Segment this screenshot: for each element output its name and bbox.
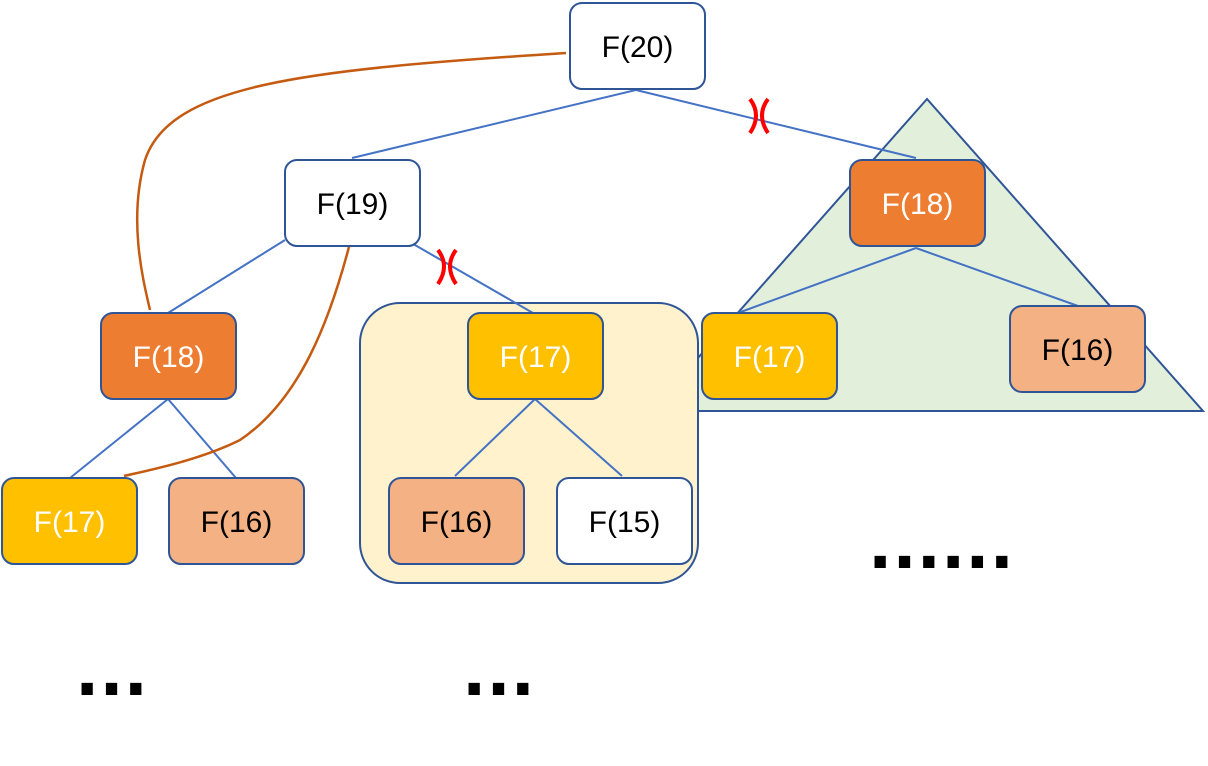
- node-label: F(20): [602, 31, 674, 64]
- cut-mark-icon: [748, 97, 770, 135]
- node-label: F(17): [734, 341, 806, 374]
- node-box: [284, 159, 421, 247]
- node-f17-mid: F(17): [467, 312, 604, 400]
- tree-nodes: F(20) F(19) F(18) F(18) F(17) F(17) F(16) F(17)…: [1, 2, 1146, 565]
- edge-f17-f16: [454, 398, 536, 477]
- edge-f18-f16: [167, 398, 237, 479]
- node-box: [467, 312, 604, 400]
- node-f16-mid: F(16): [388, 477, 525, 565]
- node-label: F(18): [133, 341, 205, 374]
- node-f17-right: F(17): [701, 312, 838, 400]
- node-box: [701, 312, 838, 400]
- node-label: F(16): [201, 506, 273, 539]
- node-box: [849, 159, 986, 247]
- node-f19: F(19): [284, 159, 421, 247]
- cut-mark-icon: [436, 248, 458, 286]
- node-label: F(16): [421, 506, 493, 539]
- edge-f20-f19: [351, 89, 637, 159]
- node-f15: F(15): [556, 477, 693, 565]
- edge-f19-f17: [407, 240, 534, 314]
- node-box: [1009, 305, 1146, 393]
- memo-curves: [123, 51, 567, 478]
- node-label: F(17): [34, 506, 106, 539]
- memo-curve-f19-f17: [123, 242, 352, 478]
- node-label: F(18): [882, 188, 954, 221]
- memo-curve-f20-f18: [135, 51, 567, 311]
- edge-f18-f17: [69, 398, 169, 479]
- edge-f17-f15: [534, 398, 623, 477]
- edge-f18r-f17r: [737, 247, 917, 314]
- node-box: [556, 477, 693, 565]
- node-box: [100, 312, 237, 400]
- node-f16-right: F(16): [1009, 305, 1146, 393]
- node-label: F(16): [1042, 334, 1114, 367]
- node-box: [168, 477, 305, 565]
- node-f18-left: F(18): [100, 312, 237, 400]
- node-f17-left: F(17): [1, 477, 138, 565]
- node-box: [569, 2, 706, 90]
- edge-f18r-f16r: [915, 247, 1079, 307]
- ellipsis-right: ......: [868, 510, 1014, 584]
- node-label: F(17): [500, 341, 572, 374]
- node-f20: F(20): [569, 2, 706, 90]
- node-box: [1, 477, 138, 565]
- node-label: F(15): [589, 506, 661, 539]
- cut-marks: [436, 97, 770, 286]
- ellipsis-middle: ...: [462, 637, 535, 711]
- node-f18-right: F(18): [849, 159, 986, 247]
- ellipsis-left: ...: [75, 637, 148, 711]
- node-box: [388, 477, 525, 565]
- tree-edges: [69, 89, 1079, 479]
- edge-f20-f18: [635, 89, 917, 159]
- edge-f19-f18: [167, 239, 286, 314]
- node-label: F(19): [317, 188, 389, 221]
- node-f16-left: F(16): [168, 477, 305, 565]
